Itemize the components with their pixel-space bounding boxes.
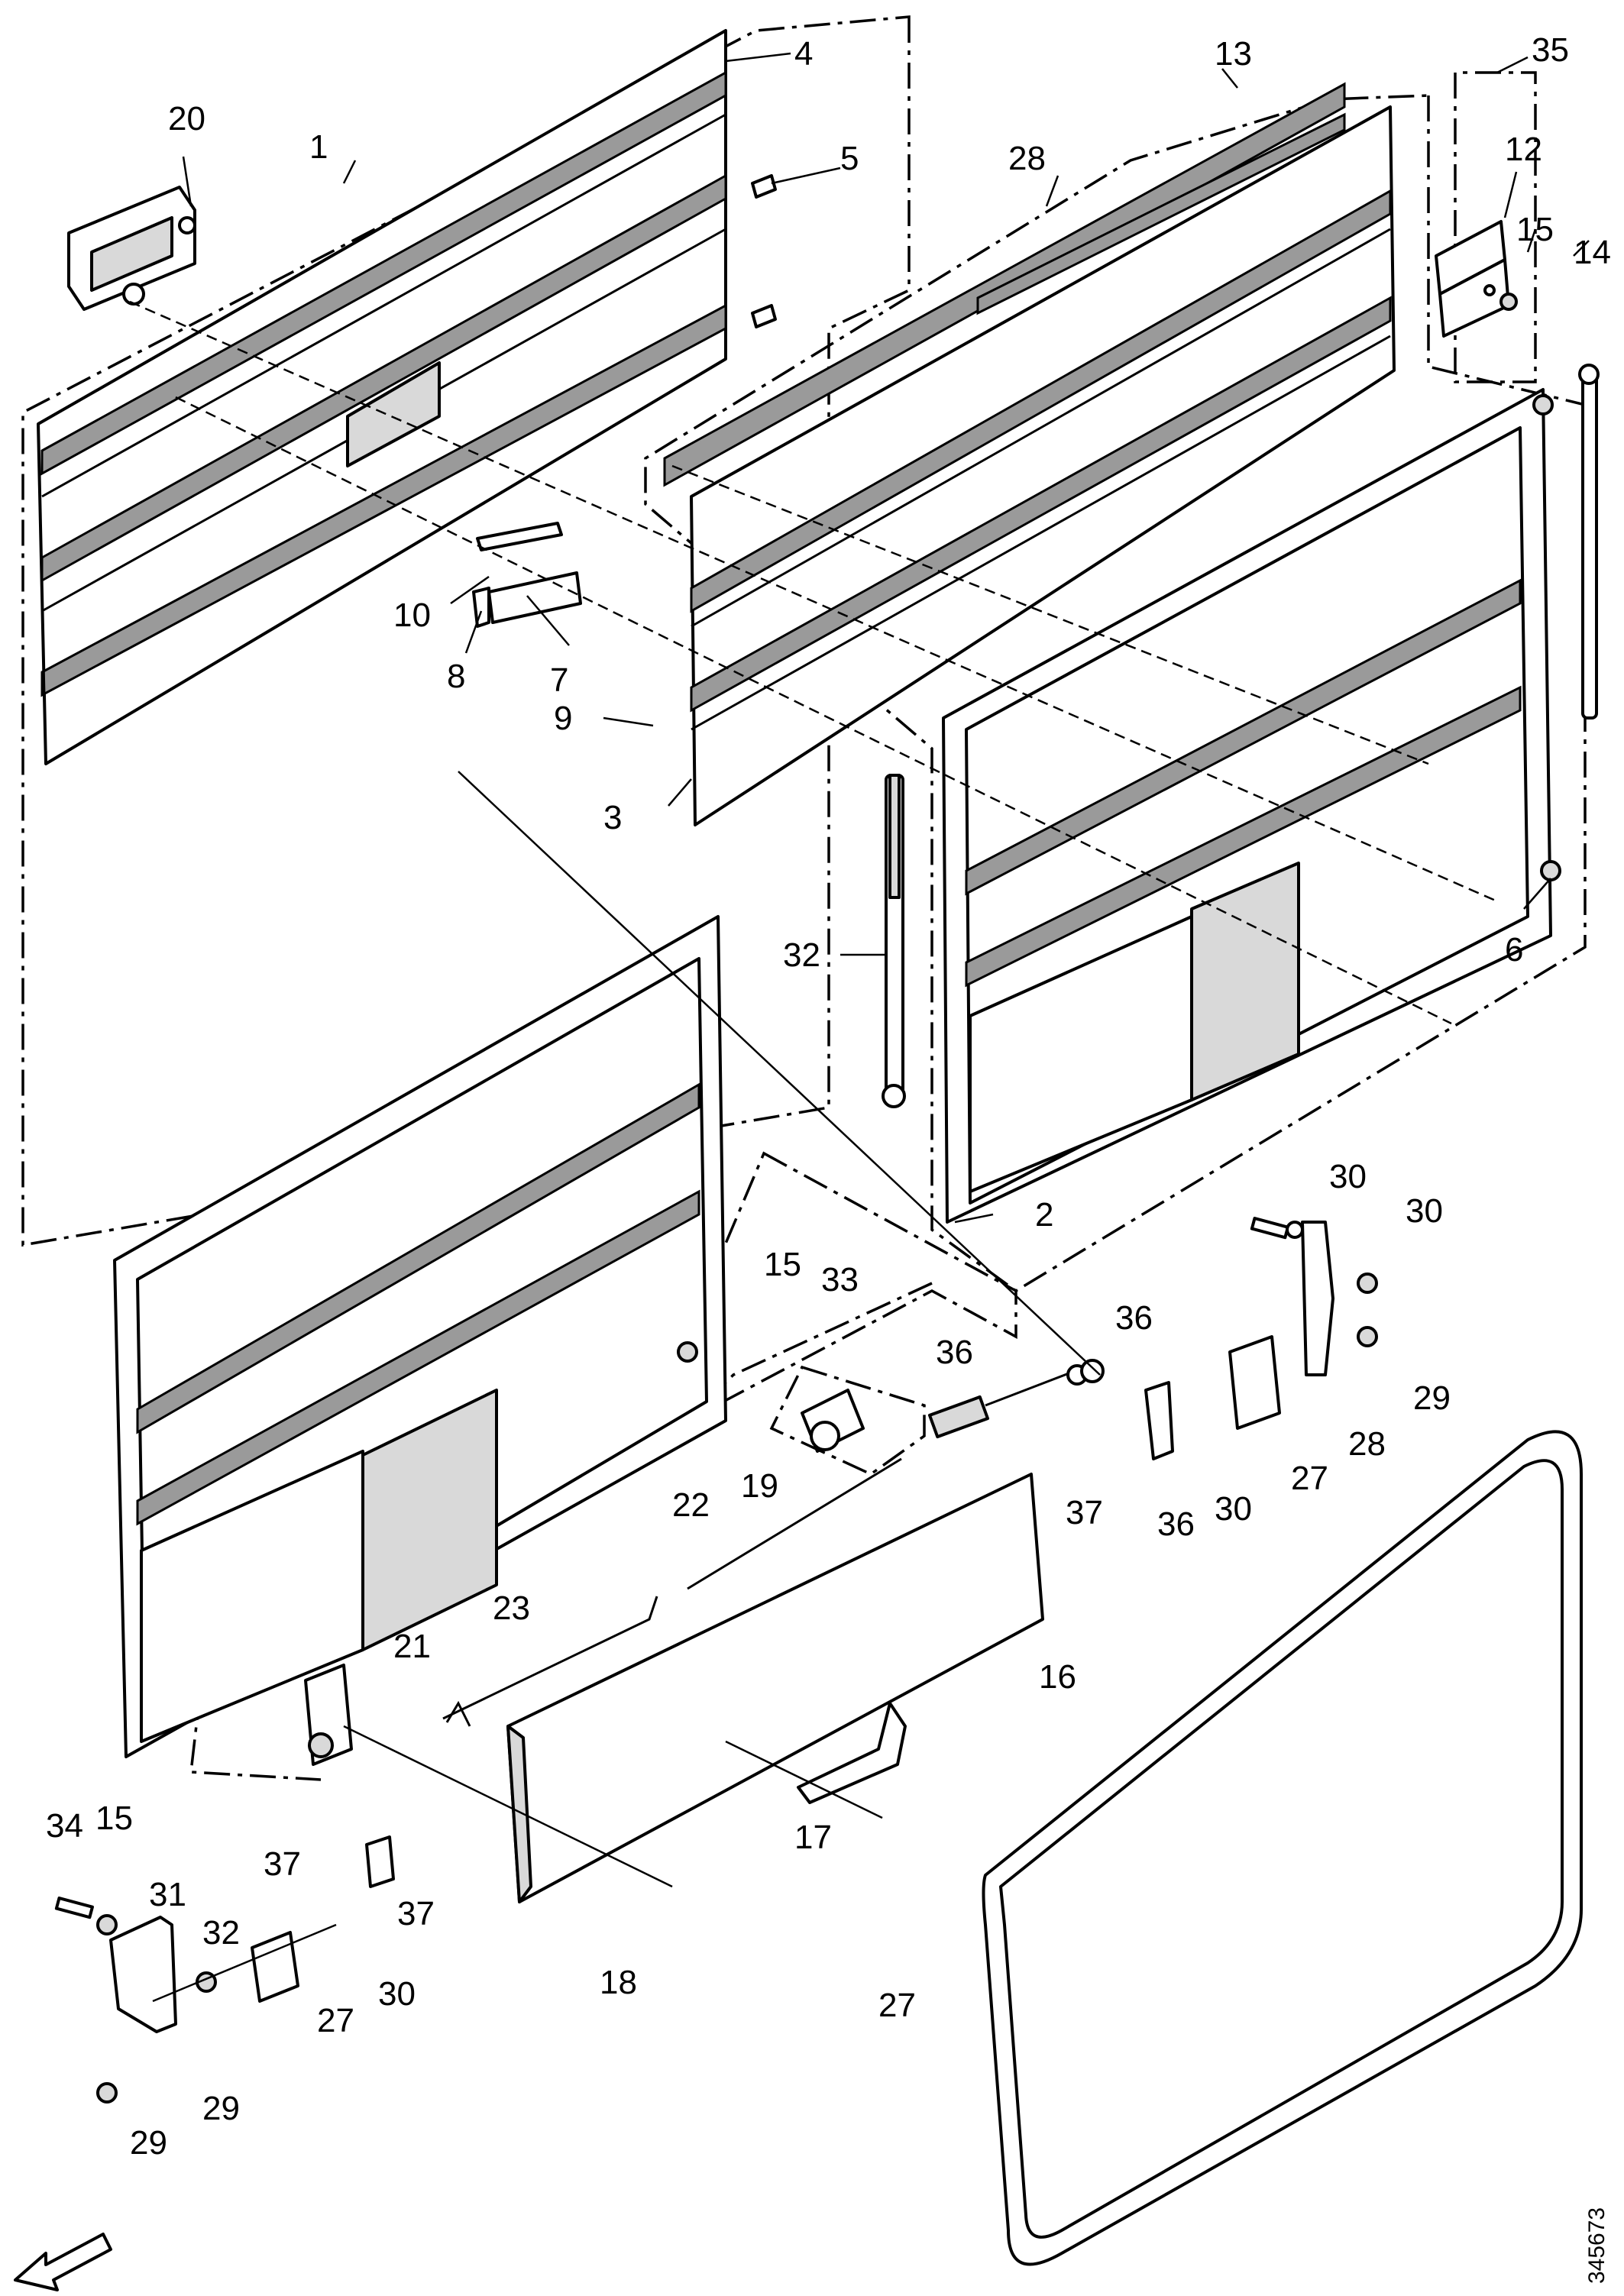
callout-2: 2 xyxy=(1035,1196,1053,1234)
callout-4: 4 xyxy=(794,35,813,73)
callout-29a: 30 xyxy=(1215,1490,1252,1528)
callout-36a: 36 xyxy=(1157,1505,1195,1543)
callout-21: 22 xyxy=(672,1486,710,1524)
callout-25: 28 xyxy=(1348,1425,1386,1463)
hinge-bracket-right xyxy=(1080,1217,1378,1460)
reference-number: 345673 xyxy=(1584,2207,1609,2284)
callout-35: 35 xyxy=(1532,31,1569,69)
callout-34: 36 xyxy=(1115,1299,1153,1337)
callout-13: 13 xyxy=(1215,35,1252,73)
callout-labels: 4 5 20 1 10 8 7 9 3 13 28 35 12 15 14 6 … xyxy=(46,31,1611,2162)
callout-7: 7 xyxy=(550,661,568,699)
callout-11: 20 xyxy=(168,100,205,137)
callout-14: 14 xyxy=(1574,234,1611,271)
callout-31: 32 xyxy=(783,936,820,974)
callout-27a: 27 xyxy=(1291,1460,1328,1497)
callout-37b: 37 xyxy=(397,1895,435,1932)
latch-rod xyxy=(442,1457,902,1727)
hinge-bracket-left xyxy=(54,1835,395,2104)
door-frame-rear xyxy=(942,388,1561,1224)
grab-handle xyxy=(797,1702,907,1804)
panel-stud xyxy=(751,174,777,328)
callout-30b: 30 xyxy=(1406,1192,1443,1230)
callout-6: 6 xyxy=(1505,931,1523,969)
callout-29b: 30 xyxy=(378,1975,416,2013)
lock-body xyxy=(304,1664,353,1766)
callout-32a: 33 xyxy=(821,1261,859,1298)
callout-1: 1 xyxy=(309,128,328,166)
callout-28b: 29 xyxy=(130,2124,167,2162)
callout-18: 18 xyxy=(600,1964,637,2001)
door-frame-front xyxy=(113,915,727,1758)
callout-27b: 27 xyxy=(317,2002,354,2039)
assembly-lines xyxy=(129,300,1498,2003)
latch-assembly xyxy=(801,1364,1088,1453)
callout-3: 3 xyxy=(603,799,622,836)
callout-32b: 34 xyxy=(46,1807,83,1845)
callout-30a: 30 xyxy=(1329,1158,1367,1195)
group-boundary-inner-panel xyxy=(644,94,1587,1293)
group-boundary-latch xyxy=(769,1365,926,1476)
callout-10: 10 xyxy=(393,597,431,634)
callout-33: 36 xyxy=(936,1334,973,1371)
callout-8: 8 xyxy=(447,658,465,695)
outer-panel xyxy=(37,29,727,765)
inner-panel xyxy=(690,105,1396,826)
callout-17: 17 xyxy=(794,1819,832,1856)
callout-26: 29 xyxy=(202,2090,240,2127)
mounting-plate xyxy=(472,522,582,628)
front-direction-arrow xyxy=(14,2233,112,2291)
callout-5: 5 xyxy=(840,140,859,177)
callout-28a: 29 xyxy=(1413,1379,1451,1417)
hinge-plate xyxy=(1435,220,1518,338)
lower-gate-panel xyxy=(506,1473,1044,1903)
door-seal xyxy=(982,1430,1583,2266)
callout-15b: 15 xyxy=(764,1246,801,1283)
callout-24: 28 xyxy=(1008,140,1046,177)
callout-9: 9 xyxy=(554,700,572,737)
callout-30c: 31 xyxy=(149,1876,186,1913)
callout-15: 15 xyxy=(1516,211,1554,248)
callout-12: 12 xyxy=(1505,131,1542,168)
callout-23: 27 xyxy=(878,1987,916,2024)
callout-37a: 37 xyxy=(1066,1494,1103,1531)
door-handle xyxy=(67,186,196,311)
callout-16: 16 xyxy=(1039,1658,1076,1696)
callout-15c: 15 xyxy=(95,1800,133,1837)
callout-22: 23 xyxy=(493,1589,530,1627)
callout-19: 19 xyxy=(741,1467,778,1505)
callout-20: 21 xyxy=(393,1628,431,1665)
gas-strut xyxy=(882,364,1600,1108)
upper-rail xyxy=(663,82,1346,487)
callout-leaders xyxy=(182,52,1590,1224)
callout-36b: 37 xyxy=(264,1845,301,1883)
callout-30d: 32 xyxy=(202,1914,240,1952)
